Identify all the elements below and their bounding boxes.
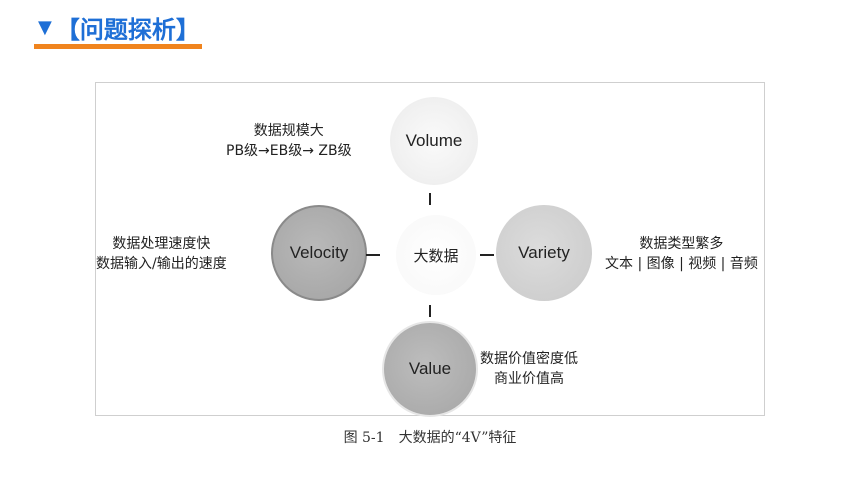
variety-label: Variety bbox=[518, 243, 570, 262]
volume-desc-line1: 数据规模大 bbox=[253, 123, 324, 139]
volume-description: 数据规模大 PB级→EB级→ ZB级 bbox=[226, 121, 352, 161]
volume-label: Volume bbox=[405, 131, 463, 150]
value-circle: Value bbox=[382, 321, 478, 417]
value-description: 数据价值密度低 商业价值高 bbox=[480, 349, 578, 389]
center-node: 大数据 bbox=[396, 215, 476, 295]
connector-left bbox=[366, 254, 380, 256]
velocity-description: 数据处理速度快 数据输入/输出的速度 bbox=[96, 234, 227, 274]
variety-circle: Variety bbox=[496, 205, 592, 301]
figure-caption: 图 5-1 大数据的“4V”特征 bbox=[343, 430, 517, 446]
velocity-circle: Velocity bbox=[271, 205, 367, 301]
title-underline bbox=[34, 44, 202, 49]
connector-bottom bbox=[429, 305, 431, 317]
section-title: ▼ 【问题探析】 bbox=[38, 10, 200, 44]
value-desc-line2: 商业价值高 bbox=[494, 371, 564, 387]
value-label: Value bbox=[408, 359, 452, 378]
connector-right bbox=[480, 254, 494, 256]
big-data-4v-figure: Volume Velocity Variety Value 大数据 数据规模大 … bbox=[95, 82, 765, 417]
value-desc-line1: 数据价值密度低 bbox=[480, 351, 578, 367]
volume-desc-line2: PB级→EB级→ ZB级 bbox=[226, 143, 352, 159]
center-label: 大数据 bbox=[413, 246, 459, 265]
variety-description: 数据类型繁多 文本 | 图像 | 视频 | 音频 bbox=[605, 234, 758, 274]
variety-desc-line2: 文本 | 图像 | 视频 | 音频 bbox=[605, 256, 758, 272]
connector-top bbox=[429, 193, 431, 205]
velocity-desc-line1: 数据处理速度快 bbox=[112, 236, 211, 252]
variety-desc-line1: 数据类型繁多 bbox=[639, 236, 724, 252]
triangle-down-icon: ▼ bbox=[38, 16, 52, 38]
section-title-text: 【问题探析】 bbox=[55, 15, 200, 44]
velocity-label: Velocity bbox=[289, 243, 349, 262]
volume-circle: Volume bbox=[390, 97, 478, 185]
velocity-desc-line2: 数据输入/输出的速度 bbox=[96, 256, 227, 272]
